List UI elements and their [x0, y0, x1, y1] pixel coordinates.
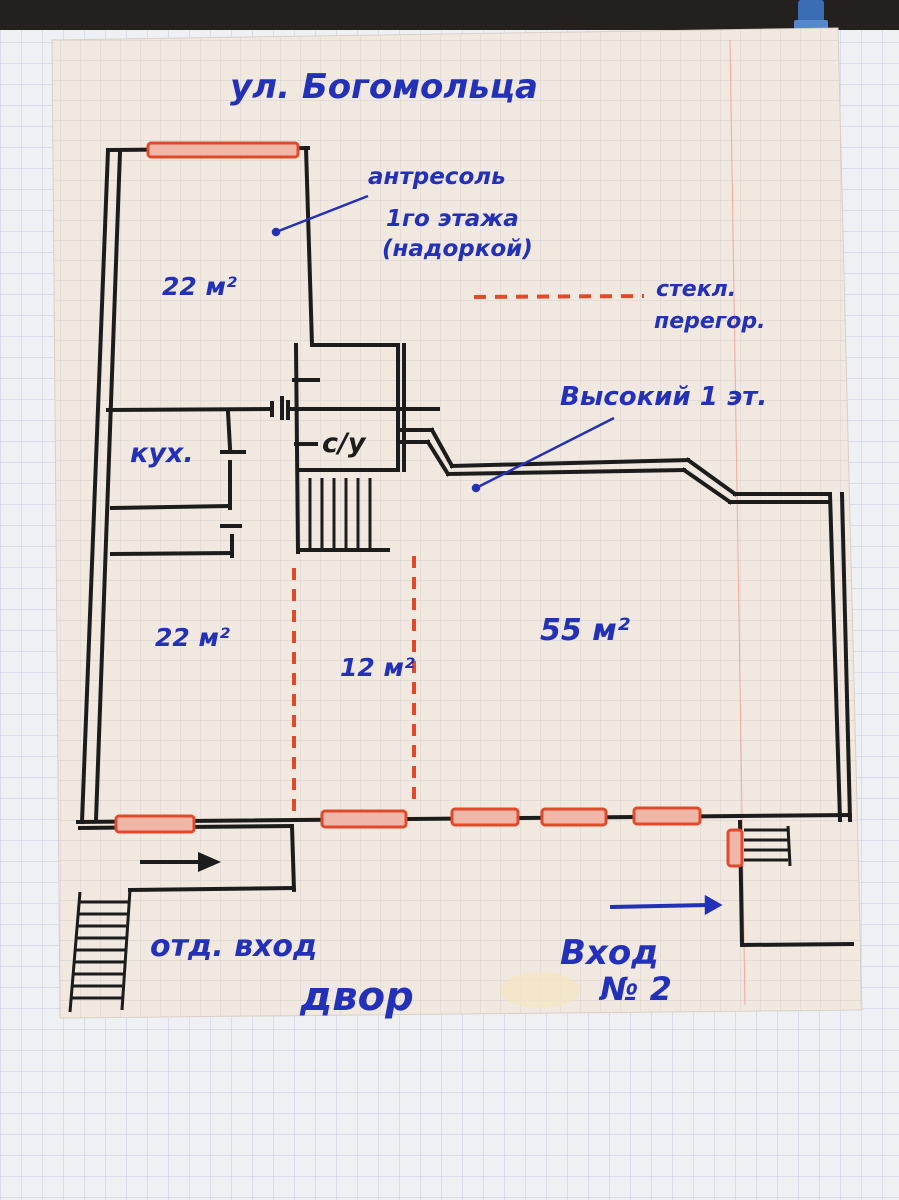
entrance-2-label-1: Вход — [560, 933, 659, 973]
room-area-middle: 12 м² — [340, 653, 415, 682]
street-label: ул. Богомольца — [230, 67, 538, 107]
entrance-2-label-2: № 2 — [598, 970, 672, 1008]
stairs-right — [744, 825, 792, 867]
paper-sheet — [51, 27, 863, 1019]
yard-arrow — [140, 851, 221, 873]
kitchen-label: кух. — [130, 438, 194, 469]
legend-glass-1: стекл. — [656, 277, 736, 302]
separate-entrance-label: отд. вход — [150, 929, 317, 964]
yard-label: двор — [299, 974, 414, 1020]
high-floor-label: Высокий 1 эт. — [560, 382, 767, 412]
room-area-top-left: 22 м² — [162, 272, 237, 301]
room-area-bottom-left: 22 м² — [155, 623, 230, 652]
glass-partitions — [292, 294, 645, 812]
mezzanine-label-2: 1го этажа — [386, 206, 519, 232]
room-area-main: 55 м² — [540, 613, 630, 648]
mezzanine-label-3: (надоркой) — [382, 236, 533, 262]
stairs-middle — [308, 478, 372, 548]
wc-label: с/у — [322, 428, 367, 459]
legend-glass-2: перегор. — [654, 309, 766, 334]
walls — [75, 145, 855, 948]
stairs-yard — [68, 889, 132, 1013]
windows — [114, 141, 744, 868]
pointers — [271, 194, 723, 916]
mezzanine-label-1: антресоль — [368, 164, 506, 190]
